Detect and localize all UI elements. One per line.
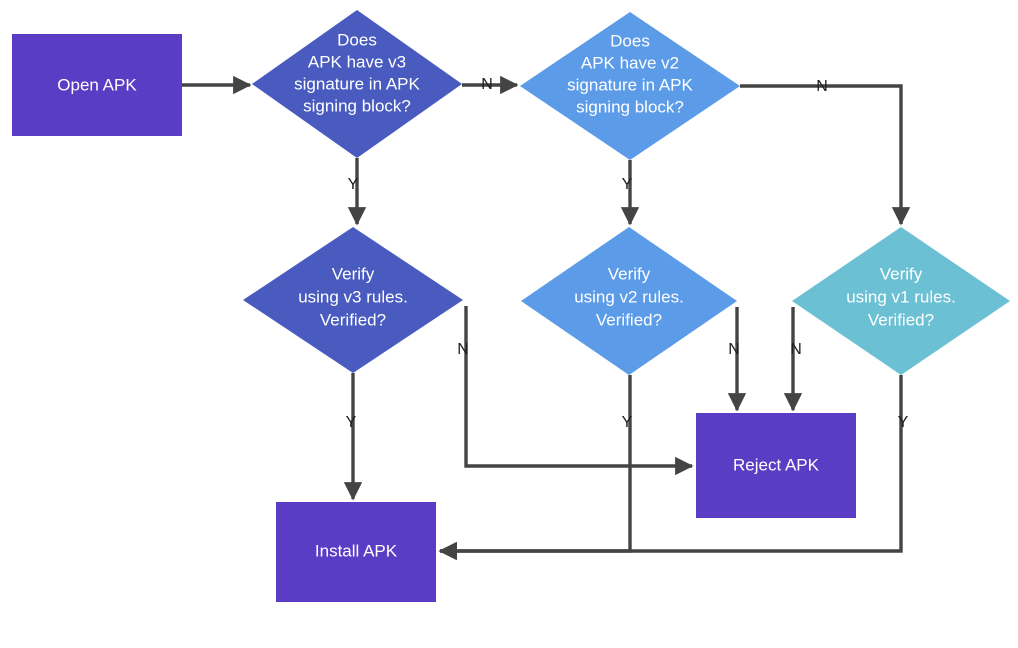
- open-apk-shape: [12, 34, 182, 136]
- node-verify-v2[interactable]: Verify using v2 rules. Verified?: [521, 227, 737, 375]
- verify-v3-label-line2: using v3 rules.: [298, 287, 408, 306]
- verify-v1-label-line3: Verified?: [868, 310, 934, 329]
- edge-hasv2-no-to-verifyv1: [740, 84, 911, 226]
- has-v2-label-line2: APK have v2: [581, 53, 679, 72]
- has-v2-label-line1: Does: [610, 31, 650, 50]
- edge-label-hasv3-no: N: [481, 76, 493, 93]
- node-has-v3-signature[interactable]: Does APK have v3 signature in APK signin…: [252, 10, 462, 158]
- verify-v2-label-line3: Verified?: [596, 310, 662, 329]
- node-has-v2-signature[interactable]: Does APK have v2 signature in APK signin…: [520, 12, 740, 160]
- edge-label-hasv2-yes: Y: [622, 176, 633, 193]
- open-apk-label: Open APK: [57, 75, 137, 94]
- verify-v2-shape: [521, 227, 737, 375]
- verify-v3-label-line3: Verified?: [320, 310, 386, 329]
- edge-verifyv1-yes-to-install: [438, 375, 903, 561]
- edge-verifyv2-yes-to-install: [438, 375, 632, 561]
- reject-apk-shape: [696, 413, 856, 518]
- has-v2-shape: [520, 12, 740, 160]
- has-v3-shape: [252, 10, 462, 158]
- reject-apk-label: Reject APK: [733, 455, 820, 474]
- verify-v2-label-line1: Verify: [608, 264, 651, 283]
- edge-label-hasv2-no: N: [816, 78, 828, 95]
- has-v3-label-line3: signature in APK: [294, 74, 420, 93]
- has-v3-label-line2: APK have v3: [308, 52, 406, 71]
- has-v3-label-line4: signing block?: [303, 96, 411, 115]
- edge-label-verifyv2-yes: Y: [622, 414, 633, 431]
- verify-v2-label-line2: using v2 rules.: [574, 287, 684, 306]
- verify-v1-label-line1: Verify: [880, 264, 923, 283]
- node-verify-v3[interactable]: Verify using v3 rules. Verified?: [243, 227, 463, 373]
- edge-label-verifyv3-yes: Y: [346, 414, 357, 431]
- edge-label-verifyv3-no: N: [457, 341, 469, 358]
- edge-label-verifyv2-no: N: [728, 341, 740, 358]
- node-open-apk[interactable]: Open APK: [12, 34, 182, 136]
- verify-v1-label-line2: using v1 rules.: [846, 287, 956, 306]
- edge-label-verifyv1-yes: Y: [898, 414, 909, 431]
- has-v3-label-line1: Does: [337, 30, 377, 49]
- node-verify-v1[interactable]: Verify using v1 rules. Verified?: [792, 227, 1010, 375]
- node-reject-apk[interactable]: Reject APK: [696, 413, 856, 518]
- edge-verifyv3-no-to-reject: [464, 306, 694, 476]
- verify-v1-shape: [792, 227, 1010, 375]
- verify-v3-shape: [243, 227, 463, 373]
- node-install-apk[interactable]: Install APK: [276, 502, 436, 602]
- has-v2-label-line3: signature in APK: [567, 75, 693, 94]
- install-apk-shape: [276, 502, 436, 602]
- install-apk-label: Install APK: [315, 541, 398, 560]
- verify-v3-label-line1: Verify: [332, 264, 375, 283]
- edge-label-verifyv1-no: N: [790, 341, 802, 358]
- edge-label-hasv3-yes: Y: [348, 176, 359, 193]
- has-v2-label-line4: signing block?: [576, 97, 684, 116]
